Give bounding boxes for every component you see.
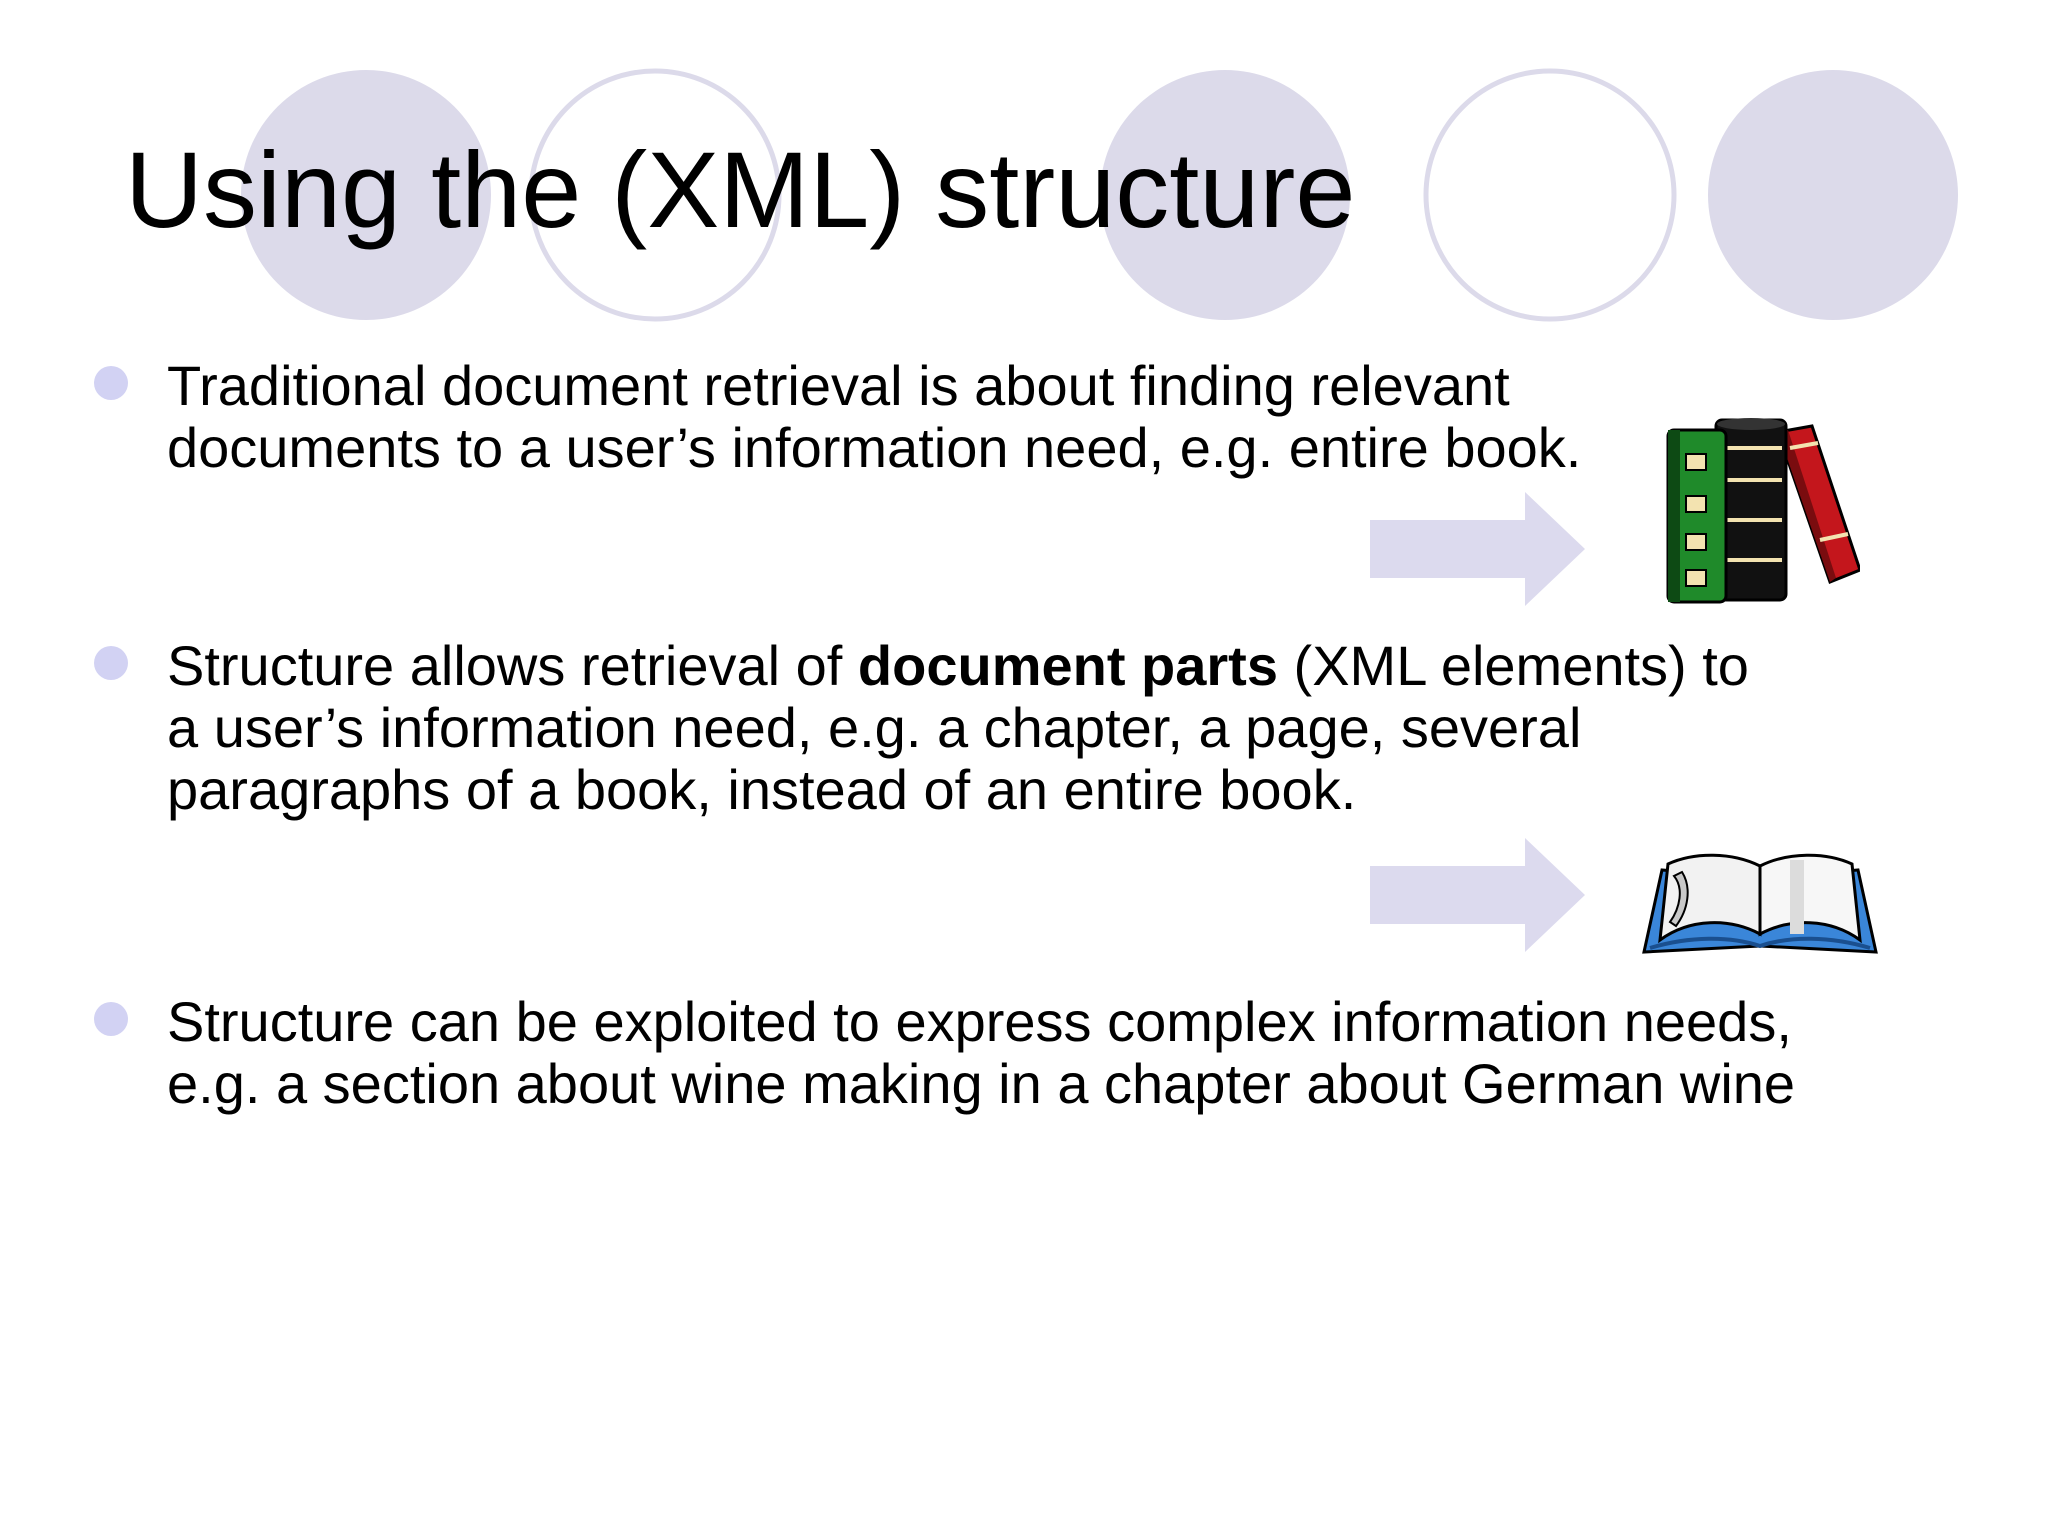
bullet-3-line-1: Structure can be exploited to express co… — [167, 990, 1792, 1053]
bullet-1-line-2: documents to a user’s information need, … — [167, 416, 1582, 479]
right-arrow-icon — [1370, 838, 1585, 952]
bullet-2-bold-phrase: document parts — [857, 634, 1278, 697]
bullet-dot-icon — [94, 366, 128, 400]
closed-books-icon — [1666, 418, 1860, 604]
decorative-circles — [241, 68, 1958, 322]
right-arrow-icon — [1370, 492, 1585, 606]
decor-circle-outline-2 — [1423, 68, 1677, 322]
decor-circle-filled-3 — [1708, 70, 1958, 320]
decor-circle-filled-2 — [1100, 70, 1350, 320]
decor-circle-filled-1 — [241, 70, 491, 320]
bullet-2-line-1-pre: Structure allows retrieval of — [167, 634, 858, 697]
black-book — [1714, 418, 1788, 602]
bullet-dot-icon — [94, 1002, 128, 1036]
bullet-2-line-2: a user’s information need, e.g. a chapte… — [167, 696, 1582, 759]
bullet-3-line-2: e.g. a section about wine making in a ch… — [167, 1052, 1796, 1115]
open-book-icon — [1642, 853, 1878, 954]
bullet-1-line-1: Traditional document retrieval is about … — [167, 354, 1510, 417]
bullet-text-2: Structure allows retrieval of document p… — [167, 635, 1749, 821]
green-book — [1666, 428, 1728, 604]
bullet-text-3: Structure can be exploited to express co… — [167, 991, 1795, 1115]
bullet-text-1: Traditional document retrieval is about … — [167, 355, 1581, 479]
bullet-2-line-1: Structure allows retrieval of document p… — [167, 635, 1749, 697]
slide-title: Using the (XML) structure — [125, 129, 1356, 250]
bullet-2-line-1-post: (XML elements) to — [1277, 634, 1749, 697]
decor-circle-outline-1 — [528, 68, 782, 322]
bullet-dot-icon — [94, 646, 128, 680]
bullet-2-line-3: paragraphs of a book, instead of an enti… — [167, 758, 1357, 821]
red-book — [1776, 424, 1860, 584]
